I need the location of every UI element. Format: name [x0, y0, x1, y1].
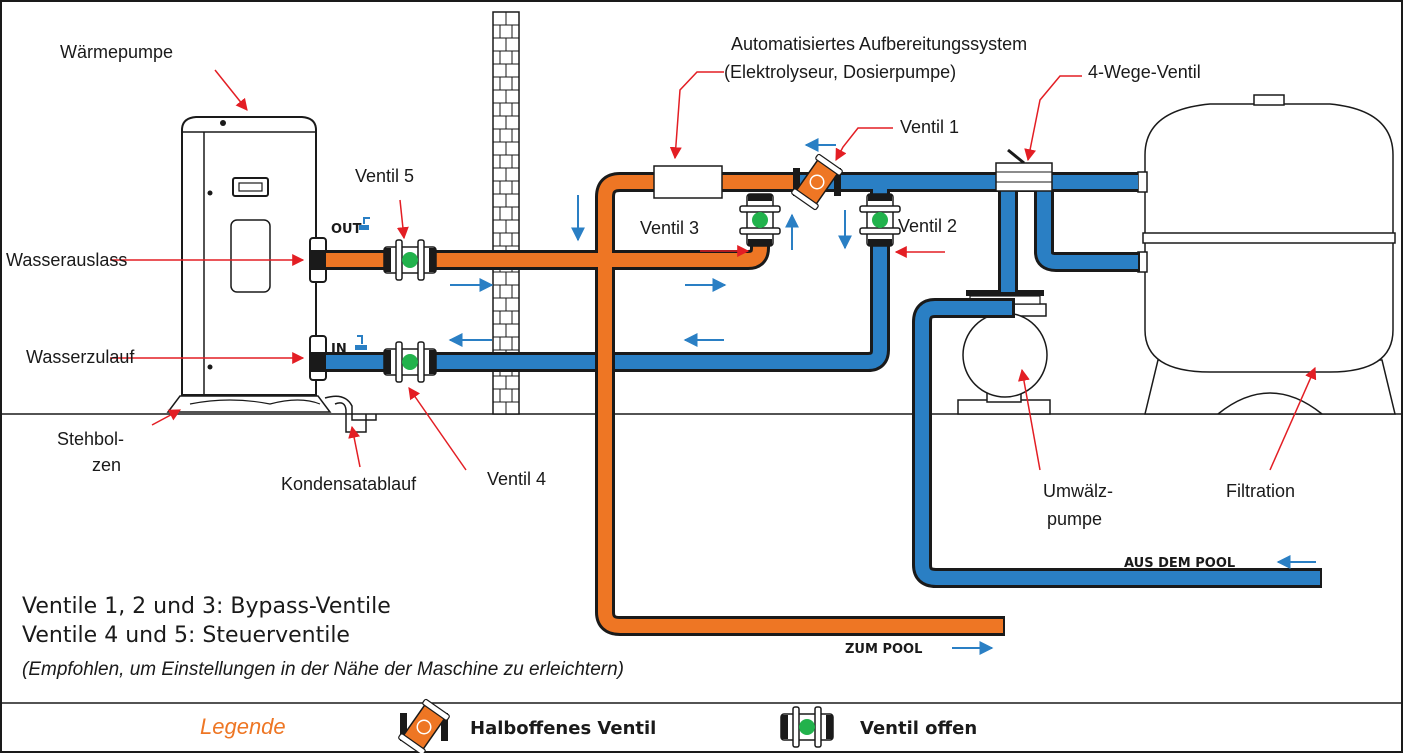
valve-3	[739, 193, 781, 247]
label-wasserzulauf: Wasserzulauf	[26, 347, 135, 367]
condensate-drain	[324, 395, 377, 433]
label-aufbereitung-2: (Elektrolyseur, Dosierpumpe)	[724, 62, 956, 82]
label-ventil-1: Ventil 1	[900, 117, 959, 137]
valve-4	[383, 341, 437, 383]
label-aufbereitung-1: Automatisiertes Aufbereitungssystem	[731, 34, 1027, 54]
legend-open-label: Ventil offen	[860, 718, 977, 739]
valve-5	[383, 239, 437, 281]
label-kondensatablauf: Kondensatablauf	[281, 474, 417, 494]
legend-half-open-valve-icon	[398, 698, 450, 753]
valve-1	[791, 153, 843, 211]
valve-2	[859, 193, 901, 247]
legend-half-open-label: Halboffenes Ventil	[470, 718, 656, 739]
filter-tank	[1137, 94, 1396, 415]
label-vierwege: 4-Wege-Ventil	[1088, 62, 1201, 82]
label-aus-dem-pool: AUS DEM POOL	[1124, 556, 1235, 571]
label-in: IN	[331, 342, 347, 357]
label-stehbolzen-1: Stehbol-	[57, 429, 124, 449]
pointer-lines	[110, 69, 1317, 471]
label-waermepumpe: Wärmepumpe	[60, 42, 173, 62]
legend-title: Legende	[200, 714, 286, 739]
four-way-valve	[995, 148, 1053, 192]
in-icon	[355, 335, 367, 350]
label-out: OUT	[331, 222, 362, 237]
label-ventil-2: Ventil 2	[898, 216, 957, 236]
brick-wall	[492, 11, 520, 415]
label-umwaelz-2: pumpe	[1047, 509, 1102, 529]
label-ventil-5: Ventil 5	[355, 166, 414, 186]
out-icon	[359, 217, 370, 230]
flow-arrows	[448, 138, 1316, 655]
label-ventil-3: Ventil 3	[640, 218, 699, 238]
label-wasserauslass: Wasserauslass	[6, 250, 127, 270]
label-ventil-4: Ventil 4	[487, 469, 546, 489]
treatment-system-box	[653, 165, 723, 199]
label-stehbolzen-2: zen	[92, 455, 121, 475]
note-line-1: Ventile 1, 2 und 3: Bypass-Ventile	[22, 594, 391, 619]
label-umwaelz-1: Umwälz-	[1043, 481, 1113, 501]
label-filtration: Filtration	[1226, 481, 1295, 501]
heat-pump	[166, 116, 332, 413]
note-line-3: (Empfohlen, um Einstellungen in der Nähe…	[22, 659, 624, 680]
legend-open-valve-icon	[780, 706, 834, 748]
hot-pipes	[310, 172, 1005, 636]
label-zum-pool: ZUM POOL	[845, 642, 922, 657]
note-line-2: Ventile 4 und 5: Steuerventile	[22, 623, 350, 648]
